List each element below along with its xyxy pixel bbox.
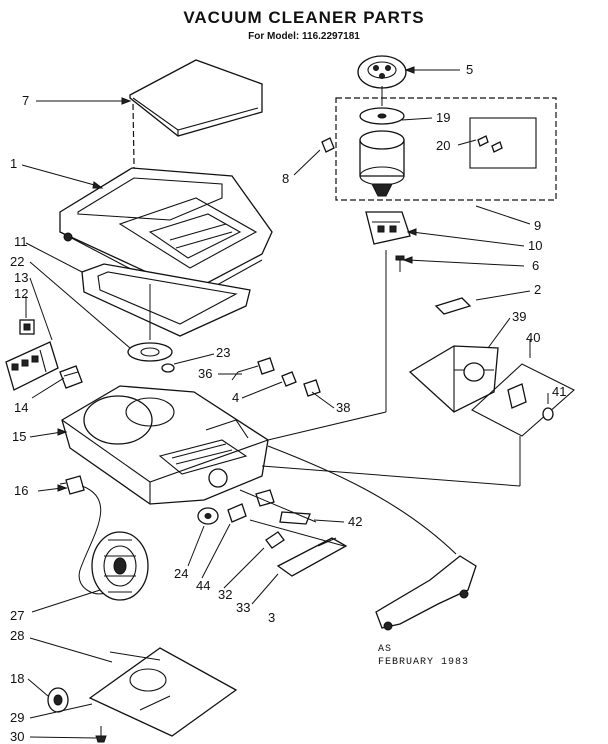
callout-8: 8 [282, 171, 289, 186]
part-brushes [469, 117, 537, 169]
callout-27: 27 [10, 608, 24, 623]
diagram-title: VACUUM CLEANER PARTS [183, 8, 425, 27]
callout-11: 11 [14, 234, 28, 249]
callout-41: 41 [552, 384, 566, 399]
callout-6: 6 [532, 258, 539, 273]
callout-5: 5 [466, 62, 473, 77]
callout-12: 12 [14, 286, 28, 301]
part-fan [359, 107, 405, 125]
callout-20: 20 [436, 138, 450, 153]
callout-7: 7 [22, 93, 29, 108]
part-motor-mount [365, 211, 411, 245]
part-wheel [47, 687, 69, 713]
callout-24: 24 [174, 566, 188, 581]
callout-2: 2 [534, 282, 541, 297]
part-handle-release [276, 537, 348, 577]
callout-40: 40 [526, 330, 540, 345]
part-gasket [81, 263, 251, 337]
motor-assembly-box [335, 97, 557, 201]
callout-22: 22 [10, 254, 24, 269]
part-filter-retainer [127, 342, 173, 362]
leader-lines [21, 66, 549, 739]
part-bearing [197, 507, 219, 525]
callout-23: 23 [216, 345, 230, 360]
callout-33: 33 [236, 600, 250, 615]
part-pedal [265, 531, 285, 549]
part-lid [129, 59, 263, 137]
callout-28: 28 [10, 628, 24, 643]
callout-30: 30 [10, 729, 24, 744]
callout-19: 19 [436, 110, 450, 125]
callout-labels: 7 1 11 22 13 12 14 15 16 27 28 18 29 30 … [10, 62, 566, 744]
part-switch-plate [5, 341, 59, 391]
part-clip [321, 137, 335, 153]
callout-14: 14 [14, 400, 28, 415]
part-hood [59, 167, 273, 301]
callout-32: 32 [218, 587, 232, 602]
callout-16: 16 [14, 483, 28, 498]
callout-10: 10 [528, 238, 542, 253]
callout-18: 18 [10, 671, 24, 686]
part-screw [395, 255, 405, 272]
part-exhaust-housing [408, 345, 499, 413]
part-filter-strip [434, 297, 472, 315]
part-screw-bottom [95, 726, 107, 743]
callout-36: 36 [198, 366, 212, 381]
part-handle-bail [267, 445, 477, 631]
callout-44: 44 [196, 578, 210, 593]
callout-13: 13 [14, 270, 28, 285]
callout-4: 4 [232, 390, 239, 405]
part-clamp [227, 503, 247, 523]
part-agitator-parts [239, 489, 317, 525]
part-grommet [161, 363, 175, 373]
part-switch-knob [59, 365, 83, 389]
part-motor-fan-cover [357, 55, 407, 89]
part-bottom-plate [88, 647, 238, 737]
callout-38: 38 [336, 400, 350, 415]
callout-42: 42 [348, 514, 362, 529]
callout-15: 15 [12, 429, 26, 444]
part-base-housing [61, 385, 269, 505]
model-subtitle: For Model: 116.2297181 [248, 31, 360, 42]
callout-1: 1 [10, 156, 17, 171]
footnote-date: FEBRUARY 1983 [378, 657, 469, 668]
footnote-initials: AS [378, 644, 392, 655]
callout-29: 29 [10, 710, 24, 725]
part-cord-reel [91, 531, 149, 601]
part-wire-connector [231, 357, 275, 381]
part-motor [359, 130, 405, 197]
part-terminal [303, 379, 321, 397]
callout-3: 3 [268, 610, 275, 625]
part-switch-actuator [281, 371, 297, 387]
callout-39: 39 [512, 309, 526, 324]
part-exhaust-bracket [471, 363, 575, 437]
callout-9: 9 [534, 218, 541, 233]
part-switch [19, 319, 35, 335]
